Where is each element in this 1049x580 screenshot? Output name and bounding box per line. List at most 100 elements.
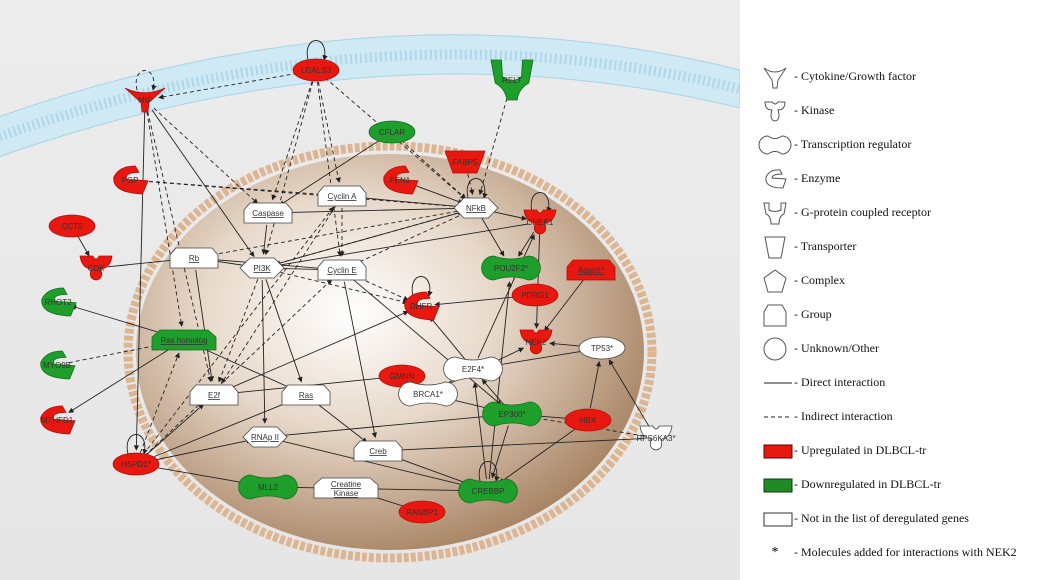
node-mthfd1[interactable]: MTHFD1 <box>40 405 76 435</box>
legend-label: - Downregulated in DLBCL-tr <box>794 477 941 491</box>
node-hbx[interactable]: HBX <box>564 408 612 432</box>
legend-label: - G-protein coupled receptor <box>794 205 931 219</box>
transporter-shape-icon <box>444 150 486 174</box>
node-fabp5[interactable]: FABP5 <box>444 150 486 174</box>
node-ras[interactable]: Ras <box>281 384 331 406</box>
node-label: E2F4* <box>462 365 484 374</box>
node-label: CREBBP <box>472 487 505 496</box>
nucleus <box>136 154 644 550</box>
complex-shape-icon <box>242 426 288 448</box>
legend-item-green-box: - Downregulated in DLBCL-tr <box>752 470 1049 500</box>
node-brca1[interactable]: BRCA1* <box>398 381 458 407</box>
node-e2f4[interactable]: E2F4* <box>443 356 503 382</box>
node-cyclina[interactable]: Cyclin A <box>317 185 367 207</box>
edge-pi3k-e2f <box>218 279 259 383</box>
other-shape-icon <box>292 58 340 82</box>
node-label: CFLAR <box>379 128 405 137</box>
legend-label: - Transcription regulator <box>794 137 912 151</box>
node-cycline[interactable]: Cyclin E <box>317 259 367 281</box>
node-label: MTHFD1 <box>41 416 74 425</box>
node-ranbp1[interactable]: RANBP1 <box>398 500 446 524</box>
edge-hbx-crebbp <box>498 426 579 484</box>
edge-hspd1-rashomolog <box>139 352 180 453</box>
node-myo9b[interactable]: MYO9B <box>40 350 76 380</box>
node-hspd1[interactable]: HSPD1* <box>112 452 160 476</box>
edge-mif-rashomolog <box>146 111 184 327</box>
complex-shape-icon <box>239 257 285 279</box>
node-nfkb[interactable]: NFkB <box>453 197 499 219</box>
kinase-shape-icon <box>639 425 673 451</box>
edge-cyclina-e2f <box>221 205 336 384</box>
node-ep300[interactable]: EP300* <box>482 401 542 427</box>
node-label: Caspase <box>252 209 284 218</box>
group-shape-icon <box>317 185 367 207</box>
node-cdk[interactable]: CDK <box>79 255 113 281</box>
node-nek2[interactable]: NEK2 <box>519 329 553 355</box>
node-fen1[interactable]: FEN1 <box>383 165 419 195</box>
kinase-shape-icon <box>523 209 557 235</box>
edge-nfkb-cycline <box>354 212 466 265</box>
legend-item-indirect-line: - Indirect interaction <box>752 402 1049 432</box>
node-rashomolog[interactable]: Ras homolog <box>151 329 217 351</box>
enzyme-shape-icon <box>113 165 149 195</box>
edge-cflar-caspase <box>279 138 383 206</box>
cytokine-icon <box>758 62 792 92</box>
node-lgals3[interactable]: LGALS3 <box>292 58 340 82</box>
node-pi3k[interactable]: PI3K <box>239 257 285 279</box>
legend-label: - Cytokine/Growth factor <box>794 69 916 83</box>
node-label: FEN1 <box>390 176 411 185</box>
node-creb[interactable]: Creb <box>353 440 403 462</box>
edge-lgals3-lgals3 <box>306 40 328 61</box>
edge-chek1-pi3k <box>275 223 529 268</box>
edge-rps6ka3-creb <box>391 438 645 453</box>
edge-pi3k-nfkb <box>273 210 464 266</box>
group-shape-icon <box>169 247 219 269</box>
node-rb[interactable]: Rb <box>169 247 219 269</box>
node-label: Cyclin E <box>327 266 356 275</box>
legend-label: - Transporter <box>794 239 857 253</box>
legend-item-white-box: - Not in the list of deregulated genes <box>752 504 1049 534</box>
transcription-shape-icon <box>458 478 518 504</box>
node-cct5[interactable]: CCT5 <box>48 214 96 238</box>
node-mll2[interactable]: MLL2 <box>238 474 298 500</box>
transcription-shape-icon <box>398 381 458 407</box>
node-pgp[interactable]: PGP <box>113 165 149 195</box>
edge-rb-e2f <box>195 269 214 382</box>
edge-hspd1-cyclina <box>142 206 334 455</box>
node-caspase[interactable]: Caspase <box>243 202 293 224</box>
node-rps6ka3[interactable]: RPS6KA3* <box>636 425 676 451</box>
edge-cycline-ep300 <box>350 277 502 406</box>
node-crebbp[interactable]: CREBBP <box>458 478 518 504</box>
interaction-edges <box>68 40 651 509</box>
node-e2f[interactable]: E2f <box>189 384 239 406</box>
node-label: TP53* <box>591 344 613 353</box>
edge-hspd1-hspd1 <box>126 434 148 455</box>
edge-rnapii-crebbp <box>276 439 476 490</box>
node-label: MYO9B <box>43 361 71 370</box>
other-shape-icon <box>48 214 96 238</box>
node-pdrg1[interactable]: PDRG1 <box>511 283 559 307</box>
transcription-shape-icon <box>482 401 542 427</box>
node-pou2f2[interactable]: POU2F2* <box>481 255 541 281</box>
node-label: LGALS3 <box>301 66 332 75</box>
nucleus-membrane <box>123 141 657 563</box>
node-relt[interactable]: RELT <box>490 59 534 101</box>
edge-cct5-cdk <box>77 236 90 257</box>
node-chek1[interactable]: CHEK1 <box>523 209 557 235</box>
gpcr-icon <box>758 198 792 228</box>
node-agap1[interactable]: Agap1* <box>566 259 616 281</box>
transcription-shape-icon <box>238 474 298 500</box>
node-mif[interactable]: MIF <box>124 87 166 113</box>
node-label: Ras <box>299 391 313 400</box>
legend-label: - Indirect interaction <box>794 409 893 423</box>
edge-relt-nfkb <box>478 91 510 196</box>
node-dhfr[interactable]: DHFR <box>404 291 440 321</box>
edge-pgp-nfkb <box>141 180 463 210</box>
enzyme-shape-icon <box>41 287 77 317</box>
node-tp53[interactable]: TP53* <box>578 336 626 360</box>
gpcr-shape-icon <box>490 59 534 101</box>
node-rhot2[interactable]: RHOT2 <box>41 287 77 317</box>
node-cflar[interactable]: CFLAR <box>368 120 416 144</box>
node-rnapii[interactable]: RNAp II <box>242 426 288 448</box>
